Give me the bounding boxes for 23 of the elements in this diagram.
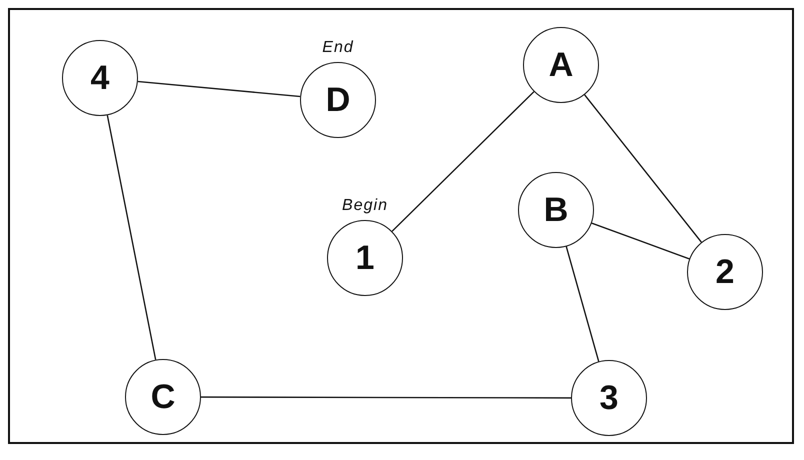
circle-node bbox=[571, 360, 647, 436]
node-label: 1 bbox=[356, 241, 374, 275]
node-label: C bbox=[150, 380, 176, 414]
connector-line bbox=[201, 396, 571, 399]
node-label: 3 bbox=[600, 381, 618, 415]
node-label: B bbox=[544, 193, 568, 227]
node-caption: Begin bbox=[342, 197, 388, 215]
circle-node bbox=[518, 172, 594, 248]
node-label: D bbox=[326, 83, 350, 117]
connector-line bbox=[584, 94, 702, 243]
circle-node bbox=[125, 359, 201, 435]
node-caption: End bbox=[322, 39, 354, 57]
circle-node bbox=[523, 27, 599, 103]
node-label: 2 bbox=[716, 255, 734, 289]
node-label: A bbox=[548, 48, 574, 82]
connector-line bbox=[591, 222, 690, 260]
circle-node bbox=[687, 234, 763, 310]
connector-line bbox=[106, 115, 156, 360]
node-label: 4 bbox=[90, 61, 110, 95]
connector-line bbox=[138, 80, 300, 98]
connector-line bbox=[392, 91, 534, 232]
circle-node bbox=[62, 40, 138, 116]
connector-line bbox=[566, 246, 600, 362]
